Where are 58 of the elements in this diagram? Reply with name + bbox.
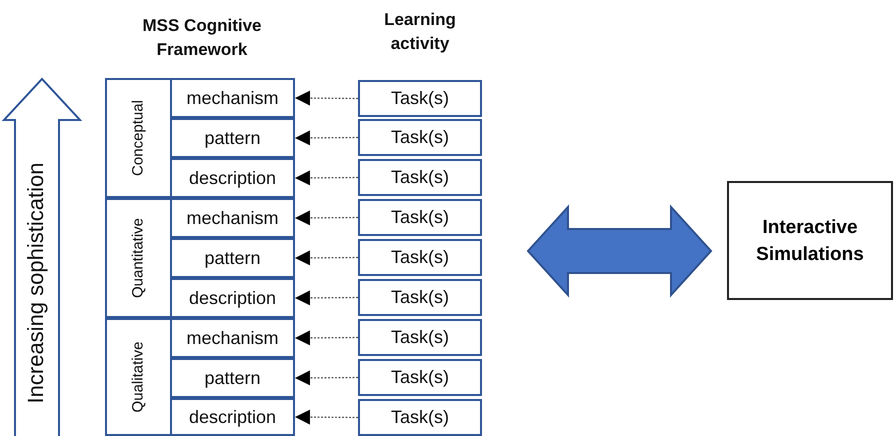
- arrow: [295, 130, 358, 146]
- category-label: Quantitative: [130, 218, 146, 298]
- level-label: pattern: [204, 368, 261, 388]
- arrow: [295, 370, 358, 386]
- task-label: Task(s): [391, 127, 449, 148]
- level-label: description: [188, 406, 276, 428]
- task-box: [358, 199, 482, 236]
- arrow: [295, 290, 358, 306]
- level-cell: [170, 78, 295, 118]
- arrow: [295, 210, 358, 226]
- arrow: [295, 410, 358, 425]
- arrow: [295, 90, 358, 106]
- level-label: mechanism: [186, 328, 279, 348]
- arrow: [295, 250, 358, 266]
- level-cell: [170, 118, 295, 158]
- task-box: [358, 80, 482, 117]
- level-cell: [170, 238, 295, 278]
- column-heading: Learning activity: [383, 9, 457, 55]
- task-box: [358, 239, 482, 276]
- simulation-label: Interactive Simulations: [755, 216, 865, 266]
- level-cell: [170, 278, 295, 318]
- task-label: Task(s): [391, 247, 449, 268]
- category-label: Qualitative: [130, 342, 146, 412]
- up-arrow: [3, 78, 81, 436]
- arrow: [295, 330, 358, 346]
- task-label: Task(s): [391, 407, 449, 428]
- category-group: [105, 198, 295, 318]
- task-box: [358, 359, 482, 396]
- arrow: [295, 170, 358, 186]
- double-arrow: [526, 204, 712, 298]
- category-label: Conceptual: [130, 100, 146, 176]
- task-box: [358, 159, 482, 196]
- task-box: [358, 319, 482, 356]
- task-box: [358, 119, 482, 156]
- level-cell: [170, 198, 295, 238]
- level-label: pattern: [204, 248, 261, 268]
- level-label: mechanism: [186, 208, 279, 228]
- task-label: Task(s): [391, 367, 449, 388]
- level-cell: [170, 158, 295, 198]
- level-label: pattern: [204, 128, 261, 148]
- level-cell: [170, 358, 295, 398]
- task-box: [358, 399, 482, 436]
- level-label: description: [188, 288, 276, 308]
- task-box: [358, 279, 482, 316]
- task-label: Task(s): [391, 167, 449, 188]
- task-label: Task(s): [391, 287, 449, 308]
- level-label: mechanism: [186, 88, 279, 108]
- task-label: Task(s): [391, 327, 449, 348]
- category-group: [105, 318, 295, 436]
- task-label: Task(s): [391, 88, 449, 109]
- task-label: Task(s): [391, 207, 449, 228]
- category-group: [105, 78, 295, 198]
- simulation-box: [727, 181, 893, 300]
- column-heading: MSS Cognitive Framework: [141, 15, 262, 61]
- level-cell: [170, 398, 295, 436]
- level-label: description: [188, 168, 276, 188]
- level-cell: [170, 318, 295, 358]
- axis-label: Increasing sophistication: [23, 162, 49, 404]
